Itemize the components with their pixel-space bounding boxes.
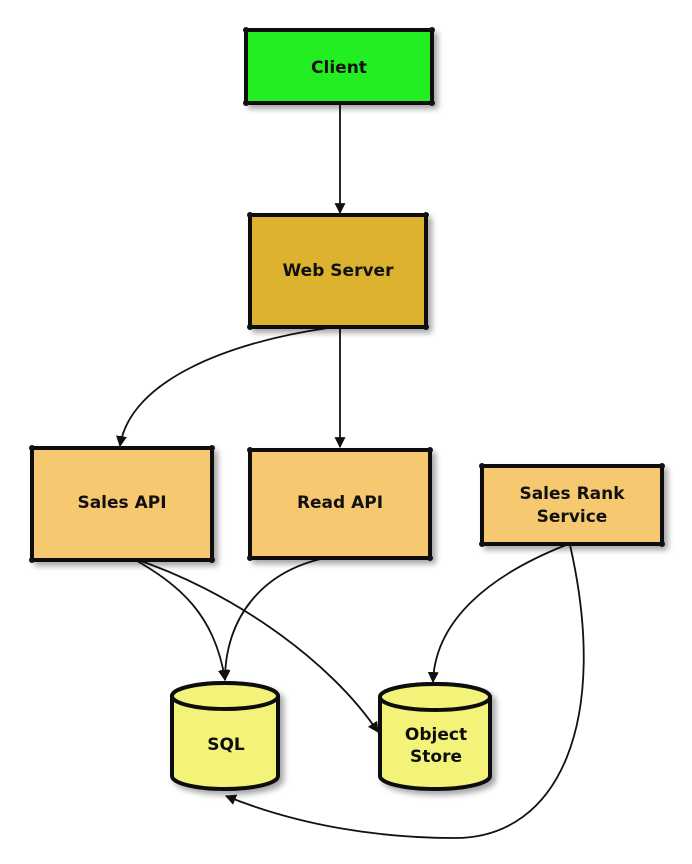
sql-label: SQL bbox=[207, 735, 245, 755]
sales-rank-service-node: Sales Rank Service bbox=[479, 463, 665, 547]
sales-rank-service-label-line1: Sales Rank bbox=[519, 484, 625, 504]
edge-sales-rank-service-to-sql bbox=[224, 544, 585, 839]
edges bbox=[116, 105, 585, 839]
object-store-node: Object Store bbox=[378, 682, 492, 791]
object-store-cylinder-top bbox=[378, 682, 492, 712]
read-api-label: Read API bbox=[297, 493, 383, 513]
object-store-label-line1: Object bbox=[405, 725, 467, 745]
read-api-box bbox=[248, 448, 432, 560]
edge-sales-rank-service-to-object-store bbox=[427, 544, 567, 684]
web-server-label: Web Server bbox=[283, 261, 395, 281]
edge-web-server-to-sales-api bbox=[116, 327, 329, 448]
client-box bbox=[244, 28, 434, 105]
edge-sales-api-to-sql bbox=[131, 557, 229, 682]
web-server-box bbox=[248, 213, 428, 329]
edge-read-api-to-sql bbox=[219, 556, 331, 682]
edge-sales-api-to-object-store bbox=[131, 557, 379, 733]
sales-rank-service-box bbox=[480, 464, 664, 546]
client-label: Client bbox=[311, 58, 367, 78]
client-node: Client bbox=[243, 27, 435, 106]
sales-api-label: Sales API bbox=[77, 493, 166, 513]
web-server-node: Web Server bbox=[247, 212, 429, 330]
object-store-label-line2: Store bbox=[410, 747, 462, 767]
sql-cylinder-top bbox=[170, 681, 280, 711]
sales-api-box bbox=[30, 446, 214, 562]
read-api-node: Read API bbox=[247, 447, 433, 561]
sales-rank-service-label-line2: Service bbox=[537, 507, 608, 527]
sales-api-node: Sales API bbox=[29, 445, 215, 563]
sql-database-node: SQL bbox=[170, 681, 280, 791]
